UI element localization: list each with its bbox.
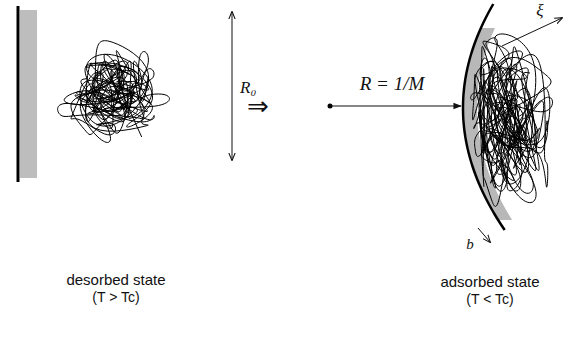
state-label: desorbed state — [66, 272, 165, 289]
xi-arrow — [502, 18, 562, 46]
size-arrow — [232, 12, 233, 160]
flat-wall — [17, 6, 20, 182]
polymer-chain — [471, 34, 553, 206]
state-label: adsorbed state — [440, 274, 539, 291]
condition-label: (T < Tc) — [466, 292, 513, 307]
adsorbed-coil — [471, 34, 553, 206]
surface-layer — [20, 10, 37, 178]
b-symbol: b — [466, 236, 474, 253]
polymer-coil — [58, 41, 170, 143]
radius-arrow — [332, 105, 461, 106]
xi-symbol: ξ — [536, 2, 543, 21]
curved-wall — [463, 4, 505, 230]
center-dot — [328, 104, 333, 109]
radius-label: R = 1/M — [360, 74, 425, 95]
polymer-chain — [58, 41, 170, 143]
condition-label: (T > Tc) — [92, 290, 139, 305]
b-arrow — [478, 228, 490, 242]
transition-arrow: ⇒ — [247, 92, 269, 121]
